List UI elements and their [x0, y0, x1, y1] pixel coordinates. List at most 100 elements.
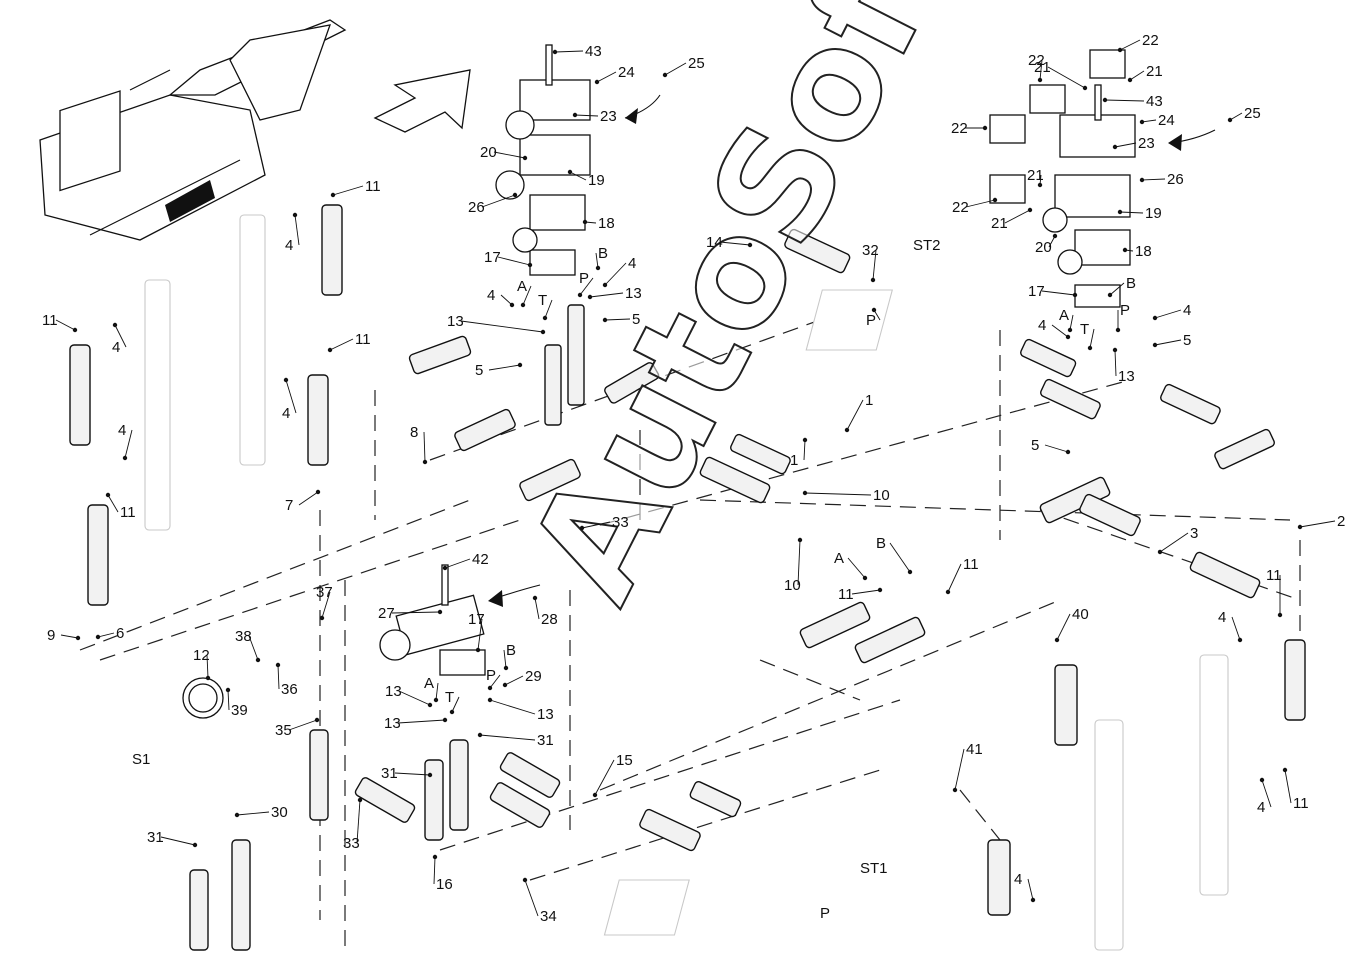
callout-dot	[1065, 334, 1071, 340]
callout-dot	[192, 842, 198, 848]
callout-dot	[522, 155, 528, 161]
callout-leader	[479, 734, 536, 741]
callout-22: 22	[952, 197, 998, 216]
callout-text: 11	[1266, 567, 1282, 584]
callout-text: 1	[790, 452, 798, 469]
callout-dot	[422, 459, 428, 465]
callout-11: 11	[42, 312, 78, 333]
callout-dot	[522, 877, 528, 883]
callout-leader	[285, 379, 297, 414]
callout-text: 31	[147, 829, 164, 846]
callout-leader	[477, 618, 483, 651]
callout-text: 4	[282, 405, 290, 422]
callout-leader	[356, 799, 361, 844]
callout-dot	[283, 377, 289, 383]
callout-dot	[357, 797, 363, 803]
callout-25: 25	[1227, 105, 1261, 123]
callout-dot	[105, 492, 111, 498]
callout-28: 28	[532, 595, 558, 628]
callout-leader	[107, 494, 119, 513]
callout-dot	[594, 79, 600, 85]
callout-leader	[1104, 99, 1145, 102]
pointer-arrows	[488, 94, 1216, 607]
callout-leader	[435, 682, 439, 701]
callout-13: 13	[384, 715, 448, 732]
callout-4: 4	[602, 255, 636, 288]
callout-leader	[497, 256, 531, 266]
callout-text: 35	[275, 722, 292, 739]
callout-dot	[427, 772, 433, 778]
callout-leader	[847, 557, 866, 579]
callout-text: 11	[120, 504, 136, 521]
callout-text: 30	[271, 804, 288, 821]
callout-dot	[1030, 897, 1036, 903]
callout-leader	[1129, 70, 1145, 81]
callout-dot	[662, 72, 668, 78]
callout-text: 4	[1257, 799, 1265, 816]
callout-text: 10	[784, 577, 801, 594]
callout-leader	[500, 294, 513, 306]
callout-text: 5	[475, 362, 483, 379]
callout-31: 31	[477, 732, 554, 749]
callout-11: 11	[105, 492, 136, 521]
callout-dot	[449, 709, 455, 715]
callout-dot	[1112, 347, 1118, 353]
callout-dot	[1037, 77, 1043, 83]
callout-leader	[1089, 328, 1095, 349]
callout-leader	[460, 320, 544, 333]
callout-17: 17	[468, 611, 485, 653]
callout-leader	[391, 611, 441, 614]
callout-leader	[206, 654, 209, 679]
callout-leader	[493, 151, 526, 159]
callout-13: 13	[1112, 347, 1135, 385]
callout-text: 13	[625, 285, 642, 302]
callout-leader	[1056, 613, 1071, 641]
callout-dot	[1152, 315, 1158, 321]
callout-text: B	[1126, 275, 1136, 292]
callout-dot	[487, 697, 493, 703]
callout-dot	[1067, 327, 1073, 333]
callout-dot	[907, 569, 913, 575]
callout-leader	[160, 836, 196, 846]
callout-15: 15	[592, 752, 633, 798]
callout-dot	[477, 732, 483, 738]
callout-text: 4	[1183, 302, 1191, 319]
callout-b: B	[1107, 275, 1136, 298]
callout-dot	[540, 329, 546, 335]
callout-24: 24	[1139, 112, 1175, 129]
callout-text: A	[834, 550, 844, 567]
callout-text: 22	[952, 199, 969, 216]
callout-dot	[512, 192, 518, 198]
callout-4: 4	[112, 322, 127, 356]
callout-17: 17	[484, 249, 533, 268]
callout-13: 13	[587, 285, 642, 302]
callout-leader	[604, 318, 631, 321]
callout-text: 17	[484, 249, 501, 266]
callout-text: 43	[585, 43, 602, 60]
callout-dot	[1065, 449, 1071, 455]
callout-text: 11	[365, 178, 381, 195]
callout-text: 11	[838, 586, 854, 603]
callout-s1: S1	[132, 751, 150, 768]
callout-dot	[1139, 177, 1145, 183]
callout-dot	[1052, 233, 1058, 239]
callout-dot	[992, 197, 998, 203]
callout-27: 27	[378, 605, 443, 622]
callout-leader	[321, 591, 331, 619]
callout-leader	[872, 249, 877, 281]
callout-text: 39	[231, 702, 248, 719]
callout-dot	[542, 315, 548, 321]
callout-leader	[1114, 349, 1117, 377]
callout-text: 22	[1142, 32, 1159, 49]
callout-a: A	[517, 278, 532, 308]
machine-thumbnail	[39, 19, 347, 241]
callout-23: 23	[1112, 135, 1155, 152]
callout-21: 21	[1027, 167, 1044, 188]
callout-text: ST1	[860, 860, 888, 877]
callout-dot	[433, 697, 439, 703]
callout-leader	[1229, 112, 1243, 121]
callout-text: 43	[1146, 93, 1163, 110]
callout-dot	[327, 347, 333, 353]
cylinders	[144, 214, 1229, 951]
callout-text: P	[579, 270, 589, 287]
